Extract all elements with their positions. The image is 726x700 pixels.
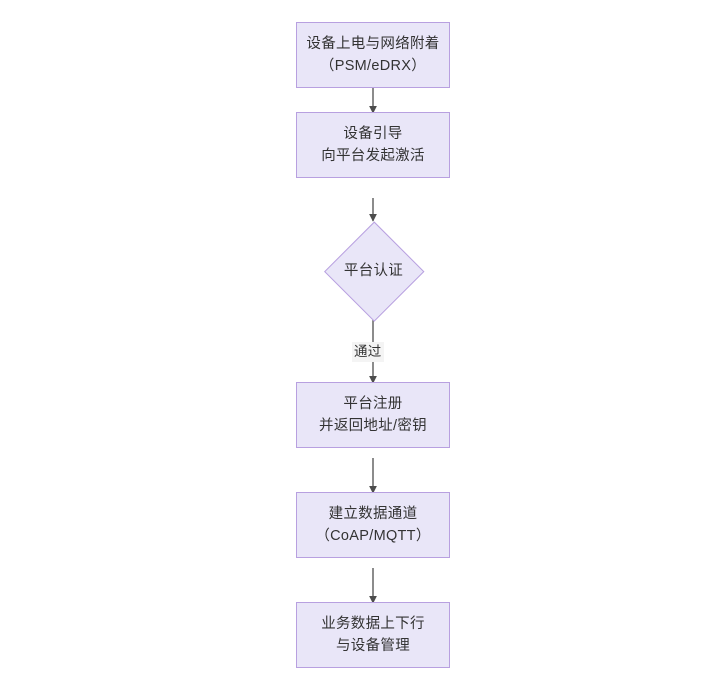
edge-label-pass: 通过 xyxy=(352,342,384,362)
node-business-data-and-device-management[interactable]: 业务数据上下行 与设备管理 xyxy=(296,602,450,668)
node-label-line2: （PSM/eDRX） xyxy=(319,58,427,74)
node-label-line2: 并返回地址/密钥 xyxy=(319,418,427,434)
node-platform-registration[interactable]: 平台注册 并返回地址/密钥 xyxy=(296,382,450,448)
node-label-line1: 业务数据上下行 xyxy=(321,616,425,632)
node-label-line1: 设备引导 xyxy=(343,126,403,142)
node-platform-authentication[interactable]: 平台认证 xyxy=(324,221,425,322)
node-device-power-on[interactable]: 设备上电与网络附着 （PSM/eDRX） xyxy=(296,22,450,88)
node-label-line1: 平台认证 xyxy=(343,262,404,279)
node-device-bootstrap[interactable]: 设备引导 向平台发起激活 xyxy=(296,112,450,178)
node-label-line1: 设备上电与网络附着 xyxy=(306,36,440,52)
node-label-line1: 平台注册 xyxy=(343,396,403,412)
node-label-line1: 建立数据通道 xyxy=(328,506,418,522)
node-label-line2: 与设备管理 xyxy=(336,638,410,654)
node-label-line2: 向平台发起激活 xyxy=(321,148,425,164)
node-label-line2: （CoAP/MQTT） xyxy=(315,528,431,544)
node-establish-data-channel[interactable]: 建立数据通道 （CoAP/MQTT） xyxy=(296,492,450,558)
